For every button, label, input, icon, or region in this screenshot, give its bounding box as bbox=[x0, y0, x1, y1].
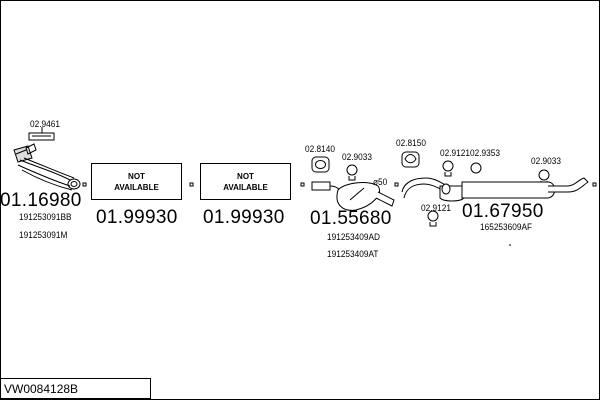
label-clamp-diameter: ø50 bbox=[373, 177, 388, 187]
label-gasket-top: 02.9461 bbox=[30, 119, 60, 129]
label-clamp-5: 02.9033 bbox=[531, 156, 561, 166]
label-clamp-4: 02.9121 bbox=[421, 203, 451, 213]
oe-ref-front-2: 191253091M bbox=[19, 230, 68, 240]
label-clamp-2: 02.9121 bbox=[440, 148, 470, 158]
part-number-front-pipe: 01.16980 bbox=[0, 190, 82, 211]
part-number-middle-2: 01.99930 bbox=[203, 207, 285, 228]
label-hanger-2: 02.8150 bbox=[396, 138, 426, 148]
not-available-box-1: NOT AVAILABLE bbox=[91, 163, 182, 200]
label-clamp-1: 02.9033 bbox=[342, 152, 372, 162]
rear-silencer-drawing bbox=[401, 177, 589, 246]
diagram-id: VW0084128B bbox=[4, 382, 79, 396]
part-number-center-silencer: 01.55680 bbox=[310, 208, 392, 229]
not-available-line2: AVAILABLE bbox=[114, 182, 159, 192]
not-available-line1: NOT bbox=[237, 171, 254, 181]
diagram-id-box: VW0084128B bbox=[0, 378, 151, 399]
not-available-line1: NOT bbox=[128, 171, 145, 181]
part-number-middle-1: 01.99930 bbox=[96, 207, 178, 228]
part-number-rear-silencer: 01.67950 bbox=[462, 201, 544, 222]
oe-ref-center-1: 191253409AD bbox=[327, 232, 380, 242]
oe-ref-front-1: 191253091BB bbox=[19, 212, 72, 222]
center-silencer-drawing bbox=[311, 181, 395, 211]
hardware-icons bbox=[311, 151, 550, 227]
oe-ref-rear: 165253609AF bbox=[480, 222, 533, 232]
front-pipe-drawing bbox=[13, 127, 81, 191]
oe-ref-center-2: 191253409AT bbox=[327, 249, 379, 259]
not-available-box-2: NOT AVAILABLE bbox=[200, 163, 291, 200]
not-available-line2: AVAILABLE bbox=[223, 182, 268, 192]
label-hanger-1: 02.8140 bbox=[305, 144, 335, 154]
label-clamp-3: 02.9353 bbox=[470, 148, 500, 158]
